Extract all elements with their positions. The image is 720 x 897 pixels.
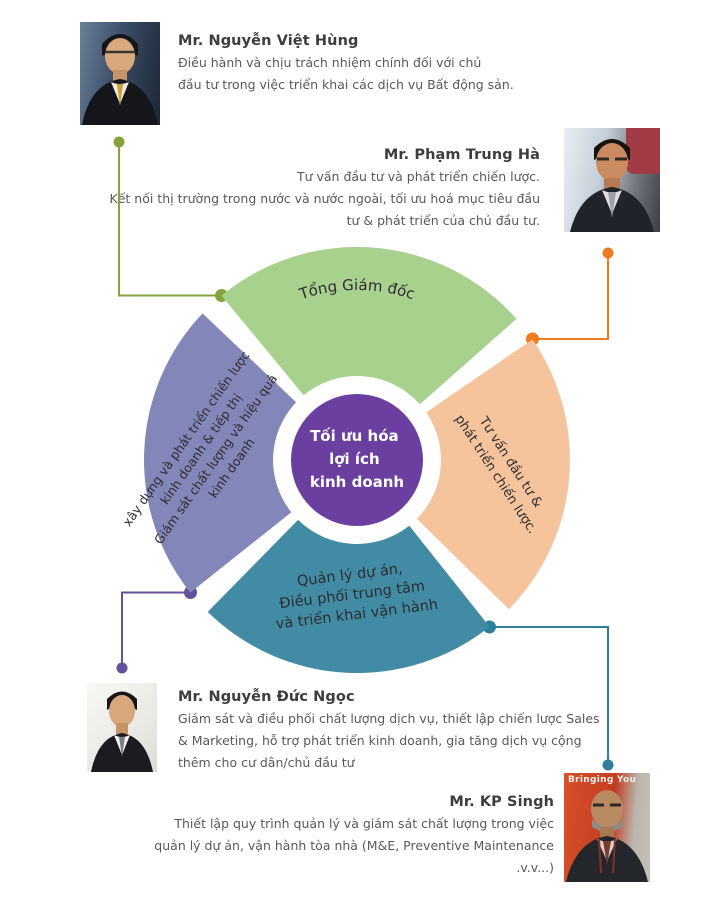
person-desc-line: tư & phát triển của chủ đầu tư.	[346, 213, 540, 228]
portrait-silhouette-4	[566, 790, 648, 882]
portrait-silhouette-1	[82, 34, 158, 125]
photo-nguyen-viet-hung	[80, 22, 160, 125]
person-desc-line: Giám sát và điều phối chất lượng dịch vụ…	[178, 711, 600, 726]
connector-dot	[116, 662, 128, 674]
person-name: Mr. KP Singh	[449, 794, 554, 810]
portrait-silhouette-2	[570, 139, 654, 232]
person-block-nguyen-duc-ngoc: Mr. Nguyễn Đức Ngọc Giám sát và điều phố…	[178, 687, 600, 774]
person-block-pham-trung-ha: Mr. Phạm Trung Hà Tư vấn đầu tư và phát …	[110, 145, 540, 232]
photo-banner-text: Bringing You	[568, 775, 637, 785]
person-desc-line: Điều hành và chịu trách nhiệm chính đối …	[178, 55, 482, 70]
connector-green	[113, 136, 228, 302]
photo-background-red	[626, 128, 660, 174]
person-name: Mr. Nguyễn Việt Hùng	[178, 33, 359, 49]
petal-bottom-project-management	[207, 519, 490, 673]
person-desc-line: .v.v...)	[516, 860, 554, 875]
center-circle	[291, 394, 423, 526]
connector-dot	[113, 136, 125, 148]
person-desc-line: Tư vấn đầu tư và phát triển chiến lược.	[296, 169, 540, 184]
person-block-nguyen-viet-hung: Mr. Nguyễn Việt Hùng Điều hành và chịu t…	[178, 31, 514, 96]
person-desc-line: & Marketing, hỗ trợ phát triển kinh doan…	[178, 733, 582, 748]
portrait-silhouette-3	[91, 691, 153, 772]
person-block-kp-singh: Mr. KP Singh Thiết lập quy trình quản lý…	[154, 792, 554, 879]
connector-dot	[602, 247, 614, 259]
petal-right-investment-consulting	[416, 339, 570, 610]
connector-purple	[116, 586, 197, 674]
petal-left-business-strategy	[144, 313, 297, 593]
person-desc-line: thêm cho cư dân/chủ đầu tư	[178, 755, 355, 770]
petal-top-general-director	[221, 246, 517, 405]
person-desc-line: quản lý dự án, vận hành tòa nhà (M&E, Pr…	[154, 838, 554, 853]
connector-teal	[483, 620, 614, 771]
center-circle-label: Tối ưu hóa lợi ích kinh doanh	[310, 426, 404, 491]
photo-pham-trung-ha	[564, 128, 660, 232]
connector-orange	[526, 247, 614, 346]
person-name: Mr. Nguyễn Đức Ngọc	[178, 689, 355, 705]
person-desc-line: đầu tư trong việc triển khai các dịch vụ…	[178, 77, 514, 92]
photo-nguyen-duc-ngoc	[87, 683, 157, 772]
connector-dot	[602, 759, 614, 771]
person-name: Mr. Phạm Trung Hà	[383, 147, 540, 163]
person-desc-line: Kết nối thị trường trong nước và nước ng…	[109, 191, 540, 206]
photo-kp-singh: Bringing You	[564, 773, 650, 882]
person-desc-line: Thiết lập quy trình quản lý và giám sát …	[174, 816, 554, 831]
